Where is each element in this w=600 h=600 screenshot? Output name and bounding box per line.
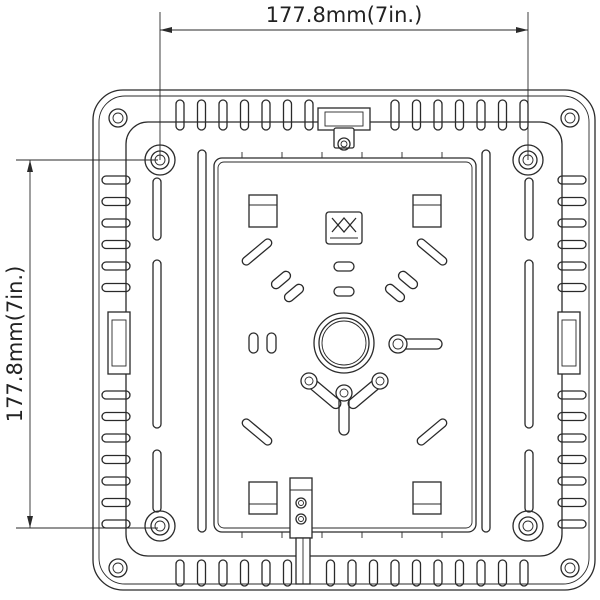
fin — [101, 476, 131, 486]
fin — [218, 99, 228, 131]
fin — [557, 411, 587, 422]
fin — [101, 390, 131, 400]
fin — [411, 559, 422, 587]
fin — [347, 559, 357, 587]
fin — [101, 282, 131, 293]
corner-hole-top-left — [108, 108, 128, 128]
fin — [239, 99, 250, 131]
width-dimension-label: 177.8mm(7in.) — [266, 3, 423, 27]
boss-top-right — [512, 144, 544, 176]
fin — [411, 99, 422, 131]
fin — [218, 559, 228, 587]
corner-hole-top-right — [560, 108, 580, 128]
fin — [282, 559, 293, 587]
boss-top-left — [144, 144, 176, 176]
fin — [454, 99, 465, 131]
diagonal-slots — [241, 238, 448, 446]
cooling-fins-left — [101, 175, 131, 529]
fin — [390, 559, 400, 587]
mounting-plate — [213, 157, 477, 533]
fin — [101, 196, 131, 207]
plate-tabs — [248, 194, 442, 515]
fin — [557, 497, 587, 508]
fin — [101, 433, 131, 443]
outer-housing — [92, 89, 596, 591]
fin — [557, 261, 587, 271]
fin — [557, 390, 587, 400]
height-dimension: 177.8mm(7in.) — [3, 159, 158, 529]
tab-top-right — [412, 194, 442, 228]
outer-corner-holes — [108, 108, 580, 578]
fin — [433, 99, 443, 131]
center-knockout — [313, 312, 375, 374]
fin — [175, 99, 185, 131]
center-small-slots — [333, 261, 355, 297]
fin — [368, 559, 379, 587]
fin — [196, 559, 207, 587]
fin — [101, 261, 131, 271]
left-slot-pair — [248, 332, 277, 354]
fin — [101, 497, 131, 508]
fin — [101, 411, 131, 422]
fin — [557, 519, 587, 529]
inner-frame-slots — [152, 149, 534, 533]
fin — [433, 559, 443, 587]
tab-bottom-left — [248, 481, 278, 515]
fin — [304, 99, 314, 131]
fin — [519, 99, 529, 131]
tab-bottom-right — [412, 481, 442, 515]
fin — [557, 282, 587, 293]
left-clip — [107, 311, 131, 375]
boss-bottom-left — [144, 510, 176, 542]
fin — [101, 218, 131, 228]
fin — [557, 175, 587, 185]
fin — [101, 454, 131, 465]
fin — [557, 218, 587, 228]
fin — [476, 559, 486, 587]
corner-hole-bottom-left — [108, 558, 128, 578]
plate-edge-ticks — [241, 152, 443, 538]
inner-corner-bosses — [144, 144, 544, 542]
tab-top-left — [248, 194, 278, 228]
fin — [557, 433, 587, 443]
fin — [175, 559, 185, 587]
bottom-terminal-strip — [289, 477, 313, 585]
height-dimension-label: 177.8mm(7in.) — [3, 266, 27, 423]
fin — [325, 559, 336, 587]
fin — [454, 559, 465, 587]
cooling-fins-bottom — [175, 559, 529, 587]
fin — [282, 99, 293, 131]
top-clip — [317, 107, 371, 151]
fin — [557, 196, 587, 207]
fin — [101, 519, 131, 529]
fin — [497, 559, 508, 587]
fin — [476, 99, 486, 131]
fin — [557, 239, 587, 250]
corner-hole-bottom-right — [560, 558, 580, 578]
fin — [261, 559, 271, 587]
fin — [101, 175, 131, 185]
keyhole-slots-lower — [300, 372, 389, 436]
fin — [101, 239, 131, 250]
fin — [557, 454, 587, 465]
fin — [557, 476, 587, 486]
boss-bottom-right — [512, 510, 544, 542]
width-dimension: 177.8mm(7in.) — [159, 3, 529, 160]
keyhole-slot-right — [388, 334, 443, 354]
cooling-fins-top — [175, 99, 529, 131]
fin — [497, 99, 508, 131]
fin — [390, 99, 400, 131]
cooling-fins-right — [557, 175, 587, 529]
fin — [196, 99, 207, 131]
ground-bracket — [325, 211, 363, 245]
fin — [261, 99, 271, 131]
fin — [519, 559, 529, 587]
fin — [239, 559, 250, 587]
right-clip — [557, 311, 581, 375]
